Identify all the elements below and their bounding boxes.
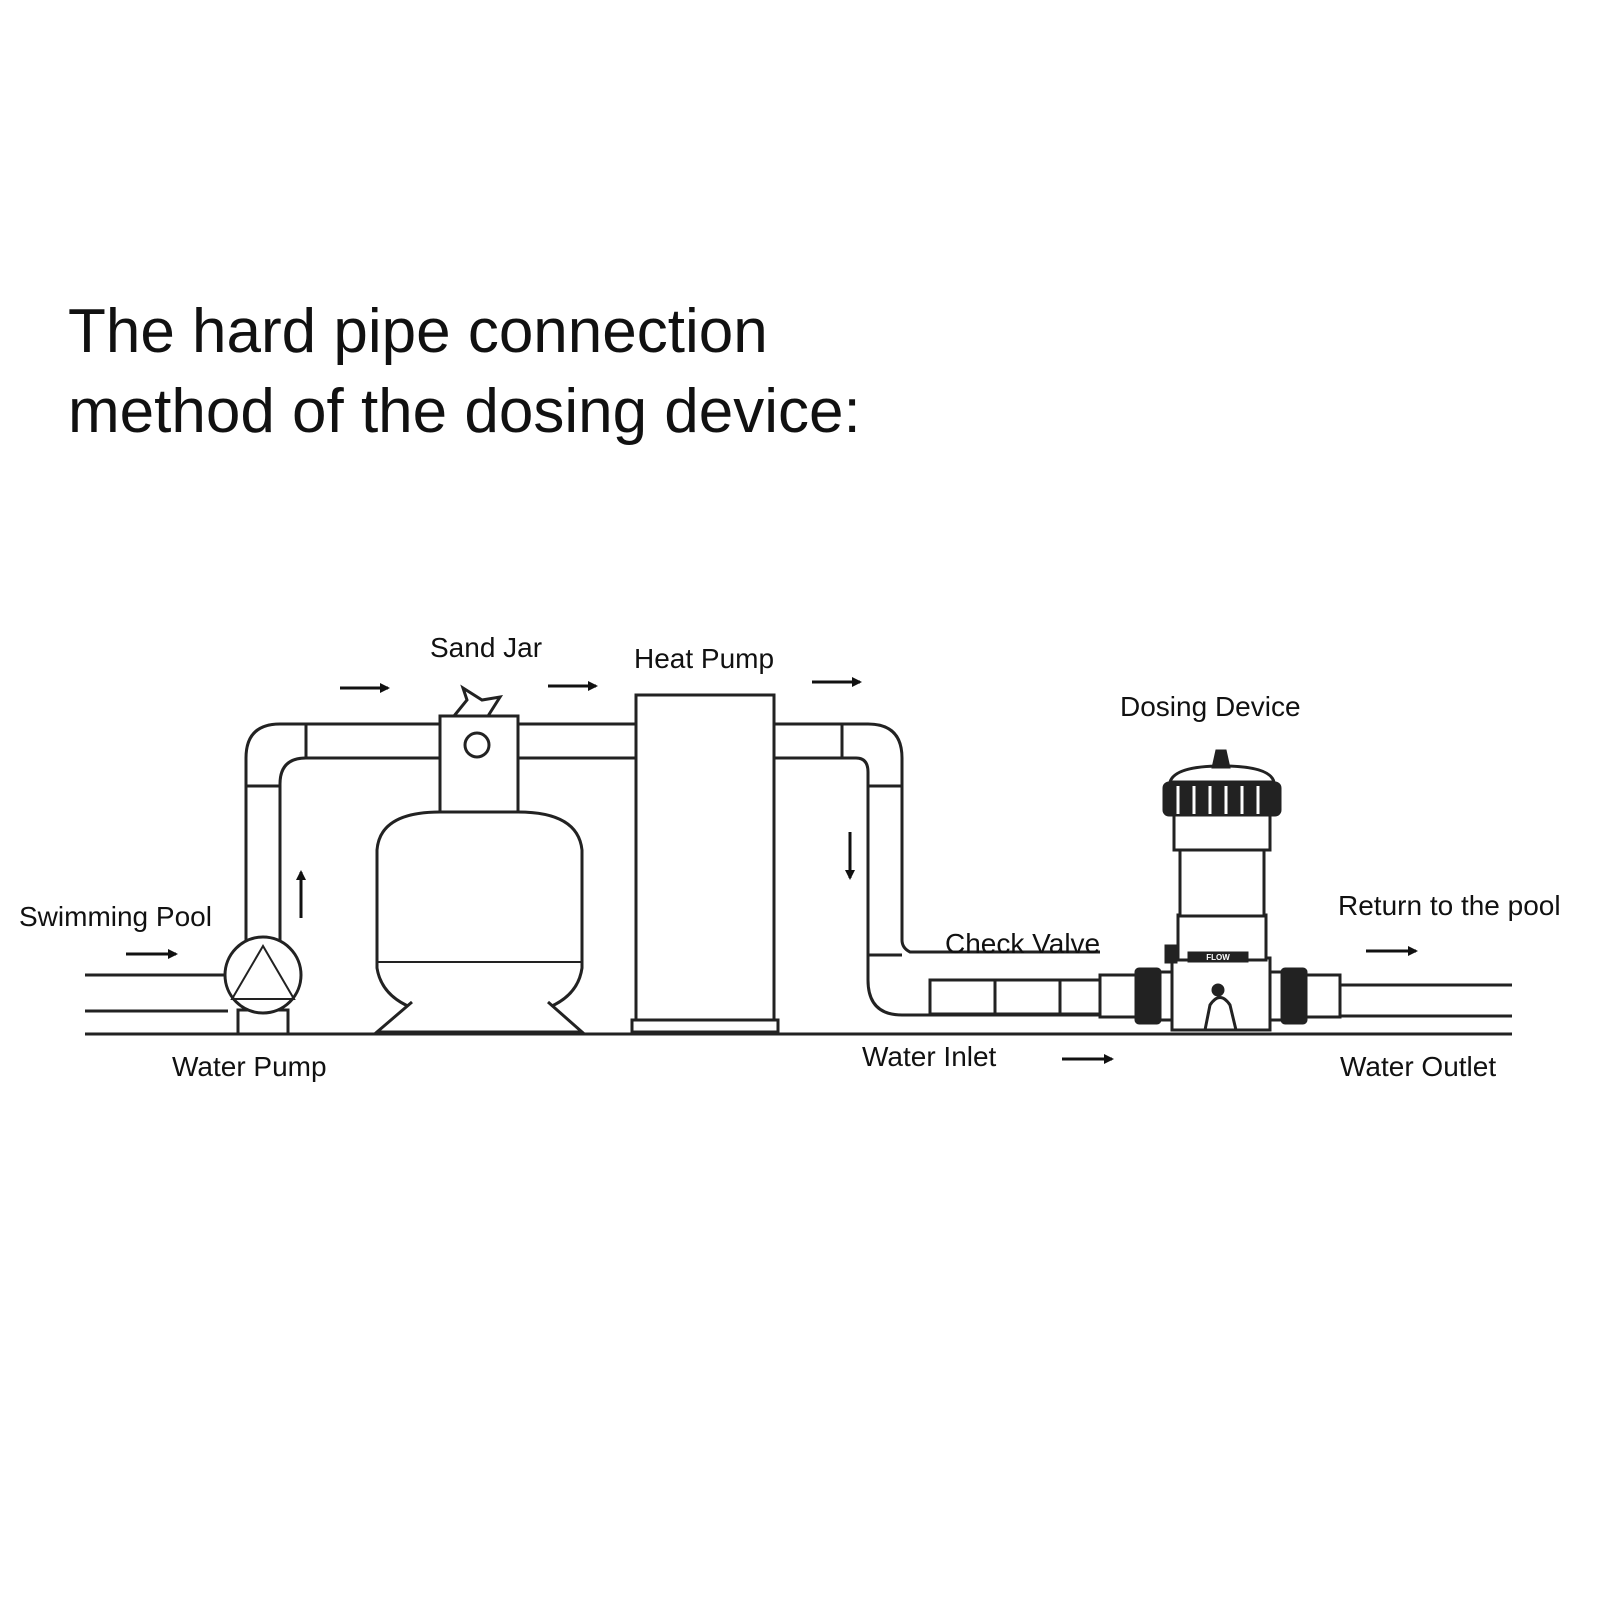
dosing-device: FLOW [1098,749,1342,1032]
flow-marking: FLOW [1206,953,1230,962]
label-return-to-pool: Return to the pool [1338,890,1561,921]
label-swimming-pool: Swimming Pool [19,901,212,932]
return-pipe-run [774,722,1100,1017]
label-sand-jar: Sand Jar [430,632,542,663]
label-check-valve: Check Valve [945,928,1100,959]
title-line-1: The hard pipe connection [68,297,768,366]
diagram-title: The hard pipe connection method of the d… [68,292,861,452]
label-water-outlet: Water Outlet [1340,1051,1496,1082]
heat-pump [630,693,780,1034]
label-water-inlet: Water Inlet [862,1041,997,1072]
label-heat-pump: Heat Pump [634,643,774,674]
upper-pipe-run [244,722,636,940]
outlet-pipe [1340,983,1512,1018]
check-valve [928,978,1102,1016]
title-line-2: method of the dosing device: [68,377,861,446]
water-pump [223,935,303,1036]
sand-jar [372,684,586,1034]
inlet-pipe [85,973,228,1013]
label-water-pump: Water Pump [172,1051,327,1082]
label-dosing-device: Dosing Device [1120,691,1301,722]
